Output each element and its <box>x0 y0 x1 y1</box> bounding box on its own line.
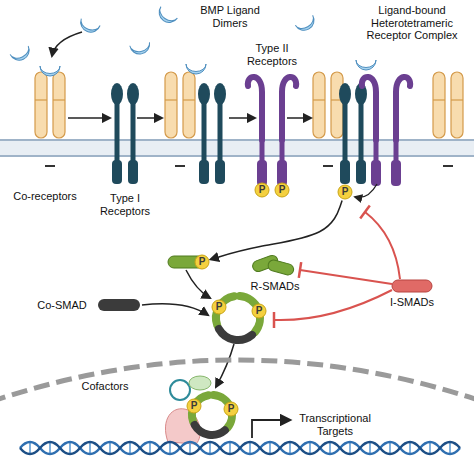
phospho-label: P <box>251 303 267 319</box>
figure-label: I-SMADs <box>382 296 442 309</box>
phospho-circle <box>252 304 266 318</box>
step-arrow <box>68 117 110 119</box>
figure-label: Transcriptional Targets <box>293 412 378 437</box>
co-smad-subunit <box>195 425 225 435</box>
inhibition-line <box>274 290 392 320</box>
cell-membrane <box>0 140 474 156</box>
inhibition-bar <box>360 206 370 219</box>
assembly-arrow <box>142 304 208 315</box>
phospho-label: P <box>194 254 210 270</box>
figure-label: Type II Receptors <box>241 42 303 67</box>
figure-label: R-SMADs <box>245 280 305 293</box>
binding-arrow <box>52 32 82 56</box>
figure-label: Co-receptors <box>5 190 85 203</box>
type-two-receptor <box>248 77 296 186</box>
bound-ligand <box>40 66 60 76</box>
phospho-group: P <box>337 184 353 200</box>
phospho-label: P <box>274 182 290 198</box>
figure-label: Cofactors <box>70 380 140 393</box>
membrane-line <box>0 155 474 157</box>
type-one-receptor <box>111 83 139 184</box>
phospho-group: P <box>223 401 239 417</box>
step-arrow <box>287 117 311 119</box>
phospho-circle <box>187 399 201 413</box>
phospho-group: P <box>274 182 290 198</box>
membrane-line <box>0 139 474 141</box>
phosphorylation-arrow <box>211 201 342 260</box>
type-two-receptor <box>362 77 410 186</box>
i-smad <box>392 280 432 292</box>
phospho-group: P <box>194 254 210 270</box>
phospho-label: P <box>211 299 227 315</box>
phospho-label: P <box>337 184 353 200</box>
phospho-group: P <box>254 182 270 198</box>
transcription-arrow <box>252 420 290 438</box>
inhibition-line <box>300 270 392 284</box>
figure-label: Ligand-bound Heterotetrameric Receptor C… <box>362 4 462 42</box>
assembly-arrow <box>186 270 210 298</box>
figure-label: BMP Ligand Dimers <box>190 4 270 29</box>
bmp-ligand <box>155 7 177 27</box>
bmp-ligand <box>130 42 151 55</box>
figure-label: Type I Receptors <box>96 192 154 217</box>
co-smad <box>98 299 140 311</box>
phospho-label: P <box>223 401 239 417</box>
phospho-circle <box>255 183 269 197</box>
co-receptor <box>313 72 343 166</box>
phospho-circle <box>338 185 352 199</box>
co-receptor <box>35 72 65 166</box>
phospho-group: P <box>211 299 227 315</box>
inhibition-line <box>365 212 400 279</box>
phospho-group: P <box>251 303 267 319</box>
phospho-circle <box>224 402 238 416</box>
phospho-circle <box>275 183 289 197</box>
cofactor <box>170 380 190 400</box>
phospho-circle <box>212 300 226 314</box>
bound-ligand <box>186 64 206 74</box>
type-one-receptor <box>339 83 367 184</box>
dna-strand <box>20 442 460 454</box>
step-arrow <box>229 117 255 119</box>
co-smad-subunit <box>219 329 252 340</box>
r-smad <box>267 259 295 276</box>
step-arrow <box>137 117 162 119</box>
phospho-label: P <box>254 182 270 198</box>
co-receptor <box>165 72 195 166</box>
bound-ligand <box>356 60 376 70</box>
phospho-circle <box>195 255 209 269</box>
nuclear-envelope <box>0 360 474 402</box>
cofactor <box>189 376 211 390</box>
type-one-receptor <box>198 83 226 184</box>
bmp-ligand <box>295 15 317 34</box>
inhibition-bar <box>273 312 276 328</box>
phospho-group: P <box>186 398 202 414</box>
translocation-arrow <box>216 344 234 387</box>
co-receptor <box>433 72 463 166</box>
phospho-label: P <box>186 398 202 414</box>
figure-label: Co-SMAD <box>32 299 92 312</box>
dna-strand <box>20 442 460 454</box>
inhibition-bar <box>299 262 301 278</box>
bmp-ligand <box>10 46 32 64</box>
phosphorylation-arrow <box>355 184 377 197</box>
